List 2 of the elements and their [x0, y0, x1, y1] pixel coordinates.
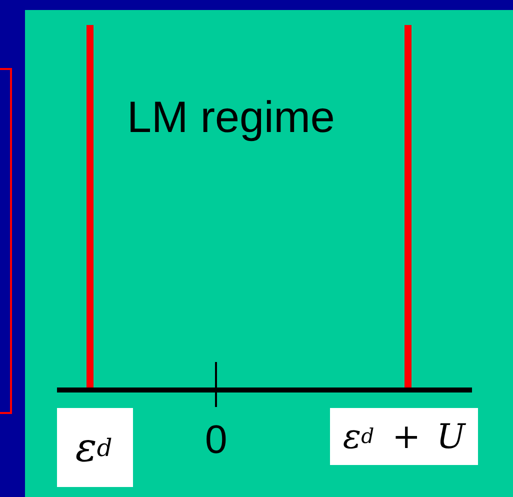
- tick-label: 0: [205, 420, 228, 460]
- regime-label: LM regime: [127, 96, 335, 140]
